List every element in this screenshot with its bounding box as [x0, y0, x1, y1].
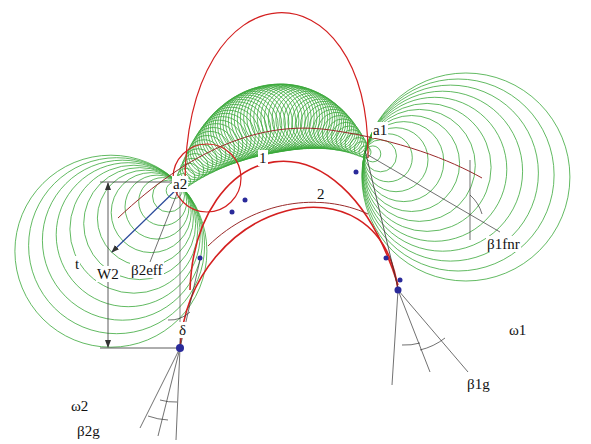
angle-line — [398, 290, 430, 372]
inscribed-circle — [363, 97, 507, 241]
angle-line — [368, 155, 500, 232]
inscribed-circle — [364, 116, 460, 212]
inscribed-circle — [42, 160, 202, 320]
dimension-line — [108, 330, 109, 347]
inscribed-circle — [226, 88, 293, 155]
inscribed-circle — [363, 109, 475, 221]
inscribed-circle — [362, 85, 538, 261]
symbol-label: δ — [178, 322, 187, 338]
angle-line — [158, 348, 180, 436]
edge-circle — [173, 144, 241, 212]
velocity-arrow — [112, 186, 180, 252]
dimension-line — [108, 183, 109, 200]
inscribed-circle — [97, 170, 193, 266]
symbol-label: β1g — [466, 376, 491, 392]
dimension-line — [108, 200, 109, 330]
inscribed-circle — [363, 91, 523, 251]
contour-points — [176, 170, 403, 353]
symbol-label: ω1 — [508, 322, 527, 338]
inscribed-circle — [70, 165, 198, 293]
symbol-label: β2g — [76, 423, 101, 439]
symbol-label: W2 — [96, 266, 120, 282]
angle-line — [470, 160, 471, 240]
symbol-label: 1 — [258, 150, 268, 166]
inscribed-circle — [84, 168, 196, 280]
symbol-label: a2 — [172, 176, 188, 192]
inscribed-circle — [29, 158, 205, 334]
angle-line — [398, 290, 468, 372]
mean-line — [208, 202, 368, 246]
angle-arc — [148, 416, 168, 420]
inscribed-circle — [362, 73, 570, 281]
symbol-label: β1fnr — [486, 236, 521, 252]
angle-arc — [160, 400, 177, 402]
angle-arc — [470, 195, 482, 214]
inscribed-circles — [15, 73, 570, 347]
symbol-label: a1 — [372, 122, 388, 138]
inscribed-circle — [364, 122, 444, 202]
inscribed-circle — [268, 87, 330, 149]
inscribed-circle — [56, 163, 200, 307]
inscribed-circle — [363, 103, 491, 231]
blade-contour — [180, 207, 398, 348]
angle-line — [392, 290, 398, 385]
inscribed-circle — [15, 155, 207, 347]
angle-arc — [402, 343, 420, 345]
dimension-line — [100, 348, 180, 349]
angle-line — [150, 186, 180, 262]
symbol-label: β2eff — [130, 262, 164, 278]
angle-line — [140, 348, 180, 428]
inscribed-circle — [264, 86, 327, 149]
inscribed-circle — [322, 116, 357, 151]
symbol-label: t — [74, 256, 80, 272]
dimension-line — [100, 182, 180, 183]
symbol-label: ω2 — [70, 398, 89, 414]
leader-line — [365, 150, 398, 288]
outer-arc — [185, 13, 368, 185]
inscribed-circle — [345, 134, 366, 155]
symbol-label: 2 — [316, 186, 326, 202]
inscribed-circle — [362, 79, 554, 271]
angle-arc — [420, 338, 445, 350]
